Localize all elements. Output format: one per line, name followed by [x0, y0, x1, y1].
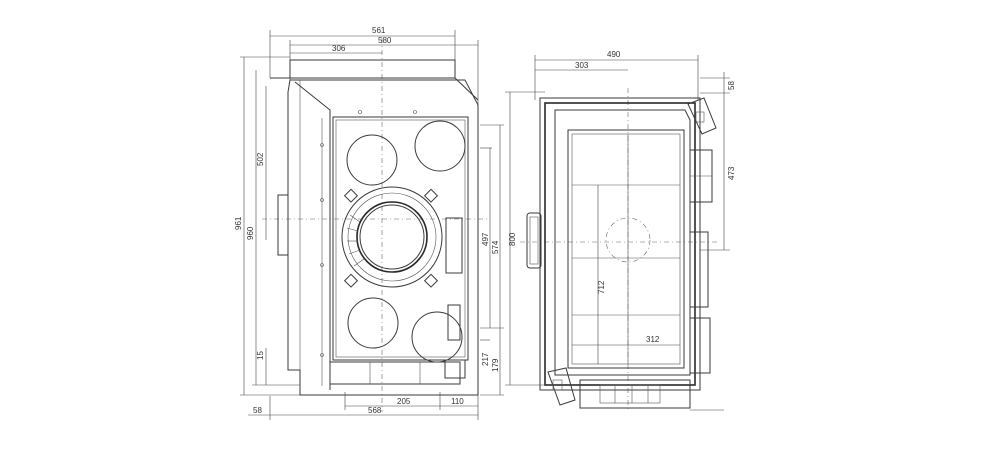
dim-303: 303	[575, 61, 589, 70]
dim-502: 502	[256, 152, 265, 166]
dim-312: 312	[646, 335, 660, 344]
dim-580: 580	[378, 36, 392, 45]
dim-15: 15	[256, 351, 265, 360]
dim-712: 712	[597, 280, 606, 294]
dim-205: 205	[397, 397, 411, 406]
dim-110: 110	[451, 397, 464, 406]
dim-490: 490	[607, 50, 621, 59]
right-view: 490 303 58 473 800 712	[505, 50, 736, 412]
dim-58: 58	[253, 406, 262, 415]
dim-217: 217	[481, 352, 490, 366]
dim-800: 800	[508, 232, 517, 246]
dim-179: 179	[491, 358, 500, 372]
dim-960: 960	[246, 226, 255, 240]
dim-961: 961	[234, 216, 243, 230]
dim-568: 568	[368, 406, 382, 415]
dim-306: 306	[332, 44, 346, 53]
dim-561: 561	[372, 26, 386, 35]
dim-473: 473	[727, 166, 736, 180]
dim-574: 574	[491, 240, 500, 254]
dim-58-right: 58	[727, 81, 736, 90]
dim-497: 497	[481, 232, 490, 246]
left-view: 561 580 306	[234, 26, 504, 420]
